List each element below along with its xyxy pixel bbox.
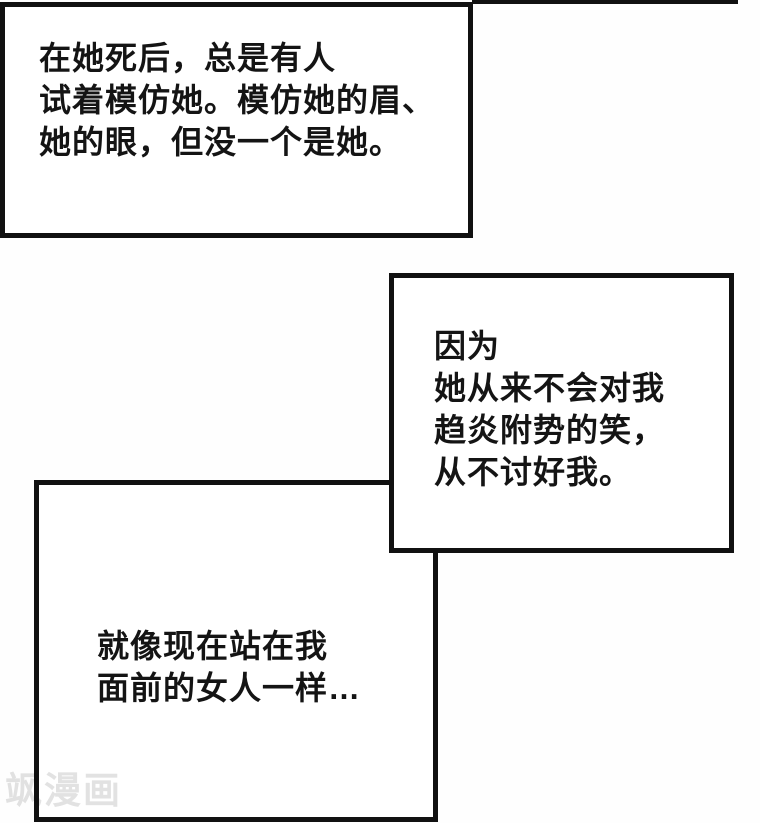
narration-1-line-1: 在她死后，总是有人 [39, 40, 337, 76]
narration-3-line-2: 面前的女人一样… [97, 670, 362, 706]
panel-top-right-cropped [472, 0, 738, 4]
narration-panel-3: 就像现在站在我 面前的女人一样… [34, 480, 438, 822]
narration-panel-1: 在她死后，总是有人 试着模仿她。模仿她的眉、 她的眼，但没一个是她。 [0, 2, 473, 238]
narration-1-line-2: 试着模仿她。模仿她的眉、 [39, 82, 436, 118]
narration-text-2: 因为 她从来不会对我 趋炎附势的笑， 从不讨好我。 [394, 278, 729, 493]
narration-2-line-4: 从不讨好我。 [434, 454, 633, 490]
narration-3-line-1: 就像现在站在我 [97, 628, 329, 664]
narration-2-line-2: 她从来不会对我 [434, 370, 666, 406]
narration-1-line-3: 她的眼，但没一个是她。 [39, 124, 403, 160]
narration-text-3: 就像现在站在我 面前的女人一样… [39, 485, 433, 709]
narration-text-1: 在她死后，总是有人 试着模仿她。模仿她的眉、 她的眼，但没一个是她。 [5, 7, 468, 163]
narration-2-line-1: 因为 [434, 328, 501, 364]
narration-2-line-3: 趋炎附势的笑， [434, 412, 666, 448]
narration-panel-2: 因为 她从来不会对我 趋炎附势的笑， 从不讨好我。 [389, 273, 734, 553]
publisher-watermark: 飒漫画 [5, 770, 122, 811]
